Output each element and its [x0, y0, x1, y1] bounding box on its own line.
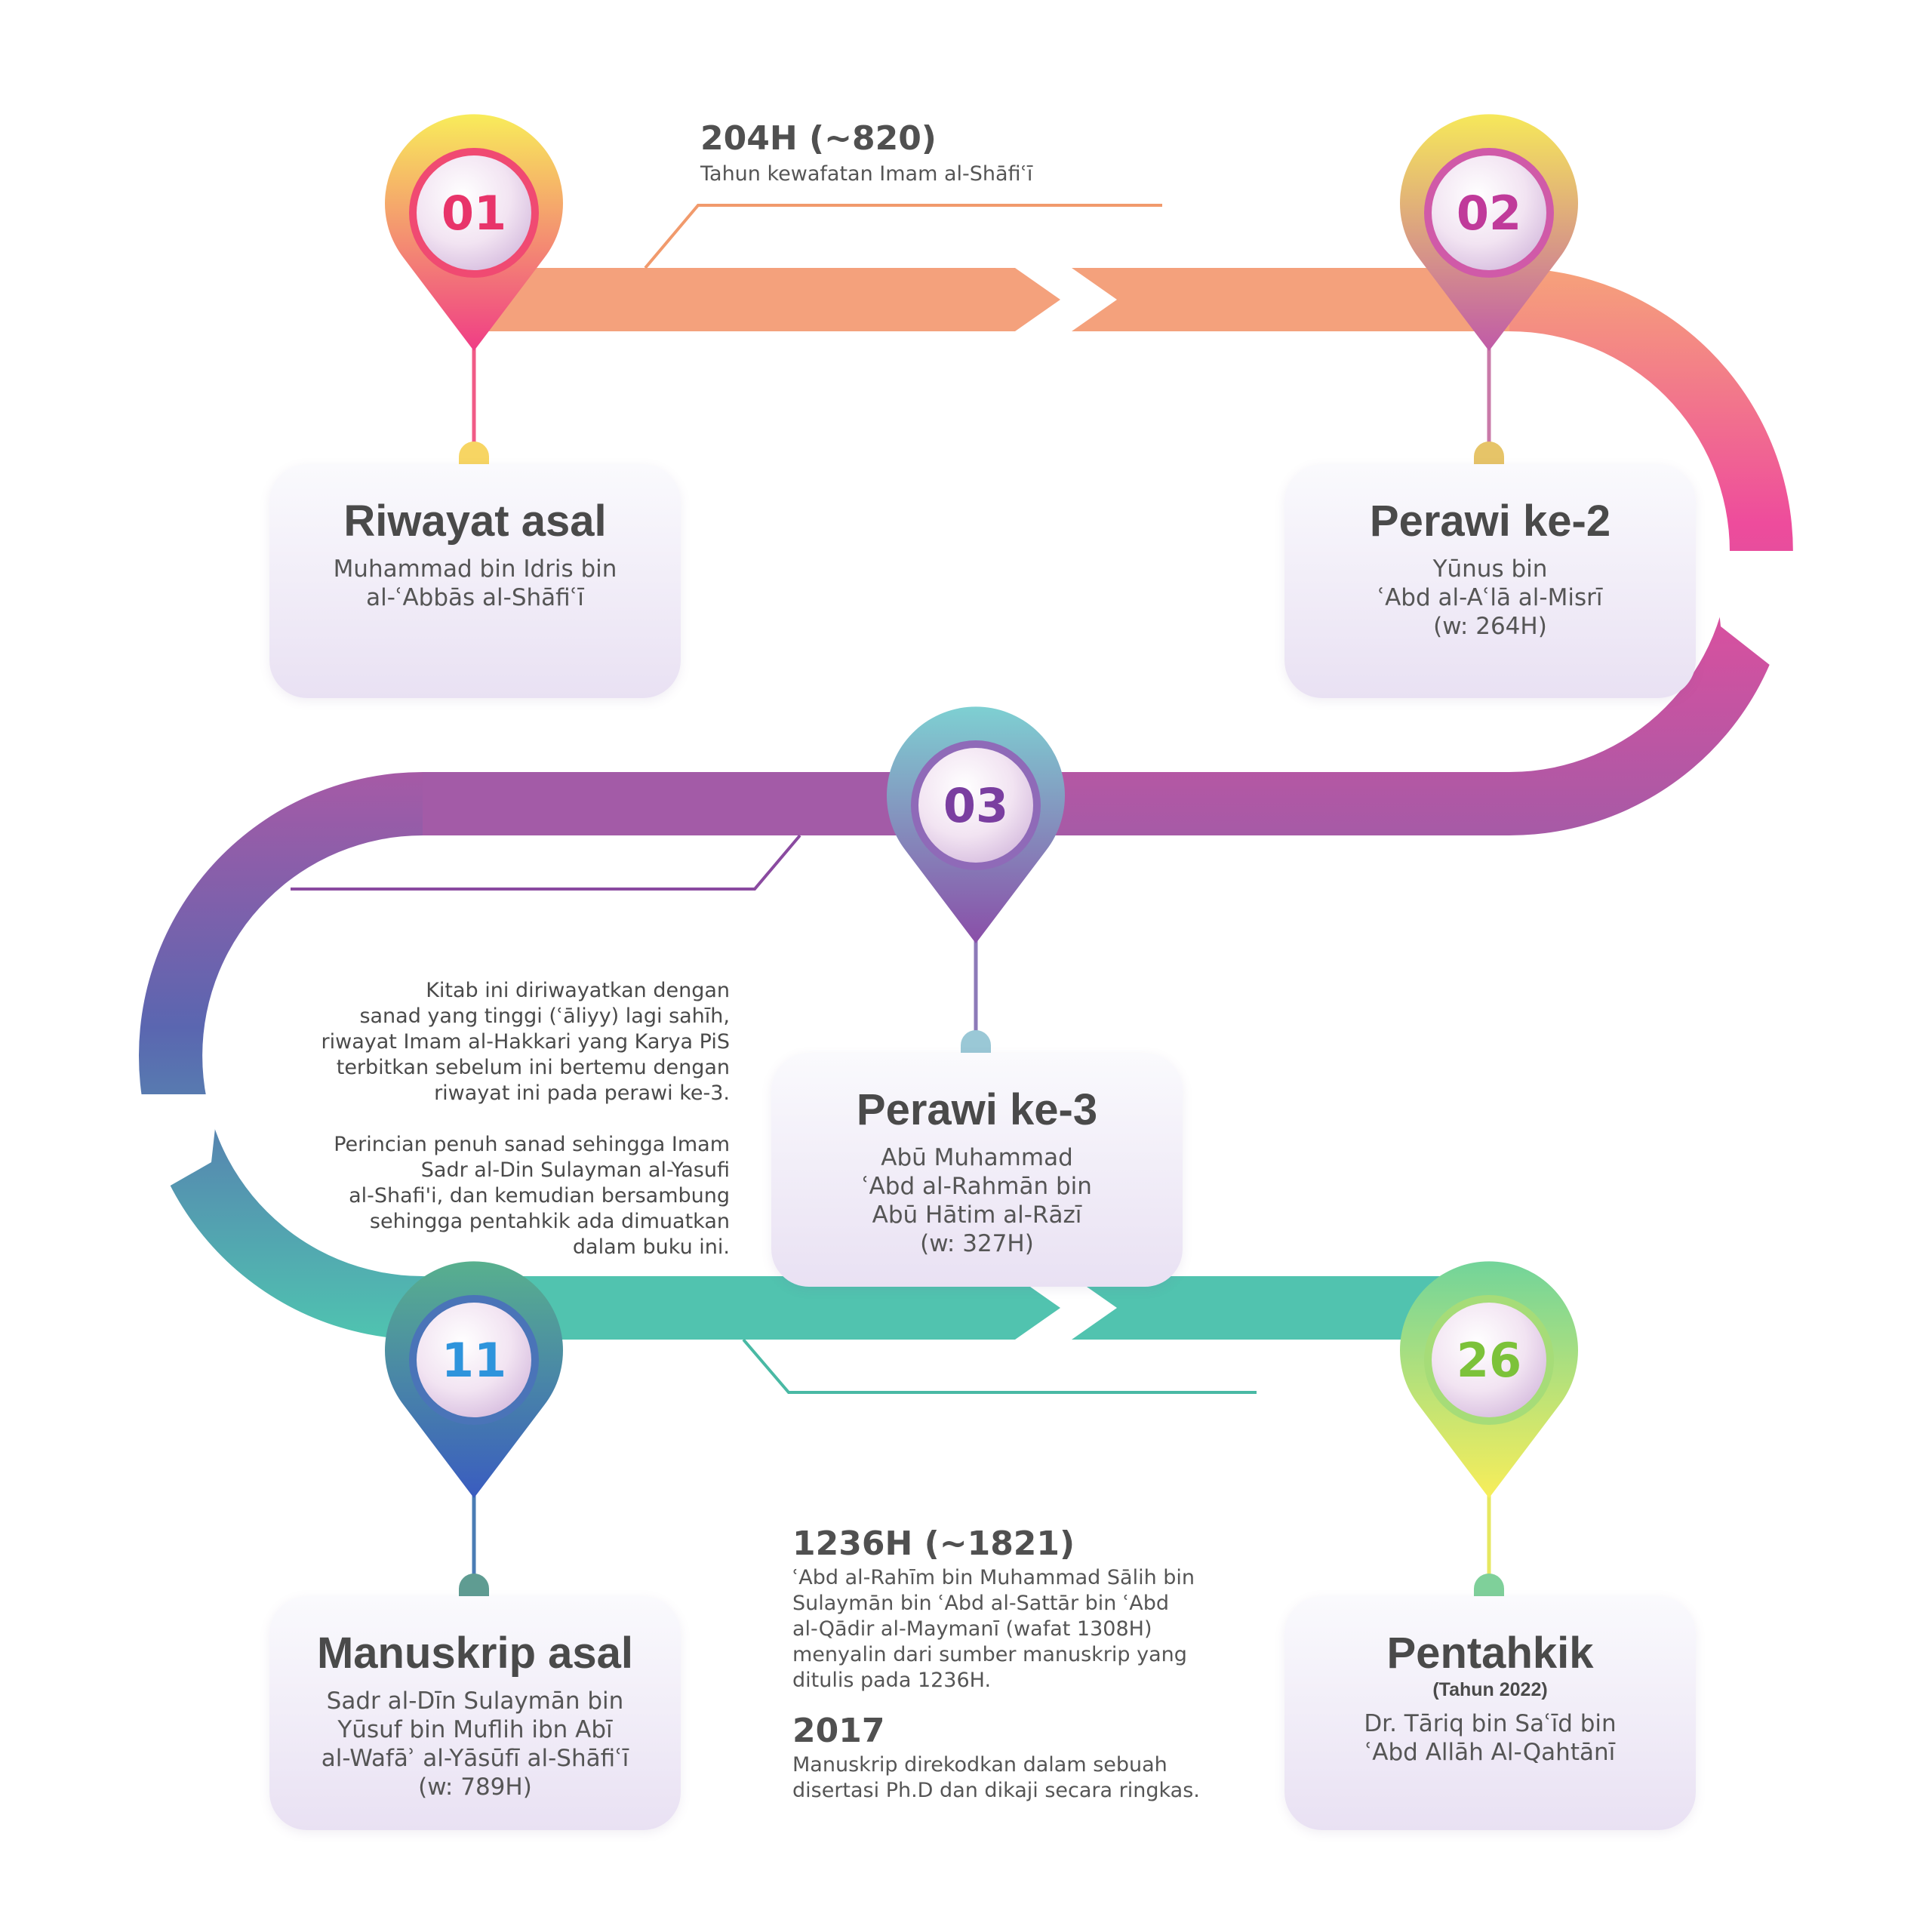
milestone-card-03: Perawi ke-3 Abū Muhammad ʿAbd al-Rahmān …: [771, 1053, 1183, 1287]
card-title: Pentahkik: [1386, 1629, 1594, 1678]
pin-number-11: 11: [441, 1333, 506, 1388]
connector-bottom: [742, 1338, 1257, 1394]
annotation-bottom-title-2: 2017: [792, 1712, 885, 1750]
annotation-middle-text-1: Kitab ini diriwayatkan dengan sanad yang…: [321, 979, 730, 1105]
pin-number-26: 26: [1457, 1333, 1521, 1388]
pin-number-02: 02: [1457, 186, 1521, 241]
annotation-top-text: Tahun kewafatan Imam al-Shāfiʿī: [700, 162, 1033, 186]
pin-number-01: 01: [441, 186, 506, 241]
connector-middle: [291, 834, 801, 891]
timeline-band-row1-right: [1072, 268, 1509, 331]
card-title: Perawi ke-2: [1369, 497, 1611, 546]
map-pin-icon-01: [385, 114, 563, 352]
card-text: Abū Muhammad ʿAbd al-Rahmān bin Abū Hāti…: [862, 1144, 1092, 1257]
card-subtitle: (Tahun 2022): [1432, 1679, 1548, 1700]
milestone-card-01: Riwayat asal Muhammad bin Idris bin al-ʿ…: [269, 464, 681, 698]
arc-left-notch: [98, 1094, 219, 1192]
annotation-bottom-text-1: ʿAbd al-Rahīm bin Muhammad Sālih bin Sul…: [792, 1566, 1195, 1692]
arc-right-notch-cut: [1749, 595, 1831, 634]
timeline-band-row1-left: [483, 268, 1060, 331]
timeline-arc-left: [139, 772, 483, 1340]
milestone-card-26: Pentahkik (Tahun 2022) Dr. Tāriq bin Saʿ…: [1284, 1596, 1696, 1830]
milestone-card-11: Manuskrip asal Sadr al-Dīn Sulaymān bin …: [269, 1596, 681, 1830]
milestone-card-02: Perawi ke-2 Yūnus bin ʿAbd al-Aʿlā al-Mi…: [1284, 464, 1696, 698]
card-text: Dr. Tāriq bin Saʿīd bin ʿAbd Allāh Al-Qa…: [1364, 1710, 1617, 1766]
map-pin-icon-03: [887, 706, 1065, 943]
card-title: Manuskrip asal: [316, 1629, 634, 1678]
map-pin-icon-11: [385, 1261, 563, 1498]
annotation-middle-text-2: Perincian penuh sanad sehingga Imam Sadr…: [334, 1133, 730, 1259]
annotation-bottom-title-1: 1236H (~1821): [792, 1524, 1075, 1563]
connector-top: [644, 204, 1162, 269]
annotation-top-title: 204H (~820): [700, 119, 937, 158]
timeline-band-row3-right: [1072, 1276, 1449, 1340]
card-text: Muhammad bin Idris bin al-ʿAbbās al-Shāf…: [333, 555, 617, 611]
map-pin-icon-26: [1399, 1261, 1578, 1498]
timeline-band-row3-left: [423, 1276, 1060, 1340]
card-text: Yūnus bin ʿAbd al-Aʿlā al-Misrī (w: 264H…: [1377, 555, 1603, 640]
annotation-bottom-text-2: Manuskrip direkodkan dalam sebuah disert…: [792, 1753, 1200, 1802]
card-title: Riwayat asal: [343, 497, 607, 546]
pin-number-03: 03: [943, 778, 1008, 833]
card-title: Perawi ke-3: [856, 1085, 1098, 1134]
card-text: Sadr al-Dīn Sulaymān bin Yūsuf bin Mufli…: [321, 1687, 629, 1801]
map-pin-icon-02: [1399, 114, 1578, 352]
